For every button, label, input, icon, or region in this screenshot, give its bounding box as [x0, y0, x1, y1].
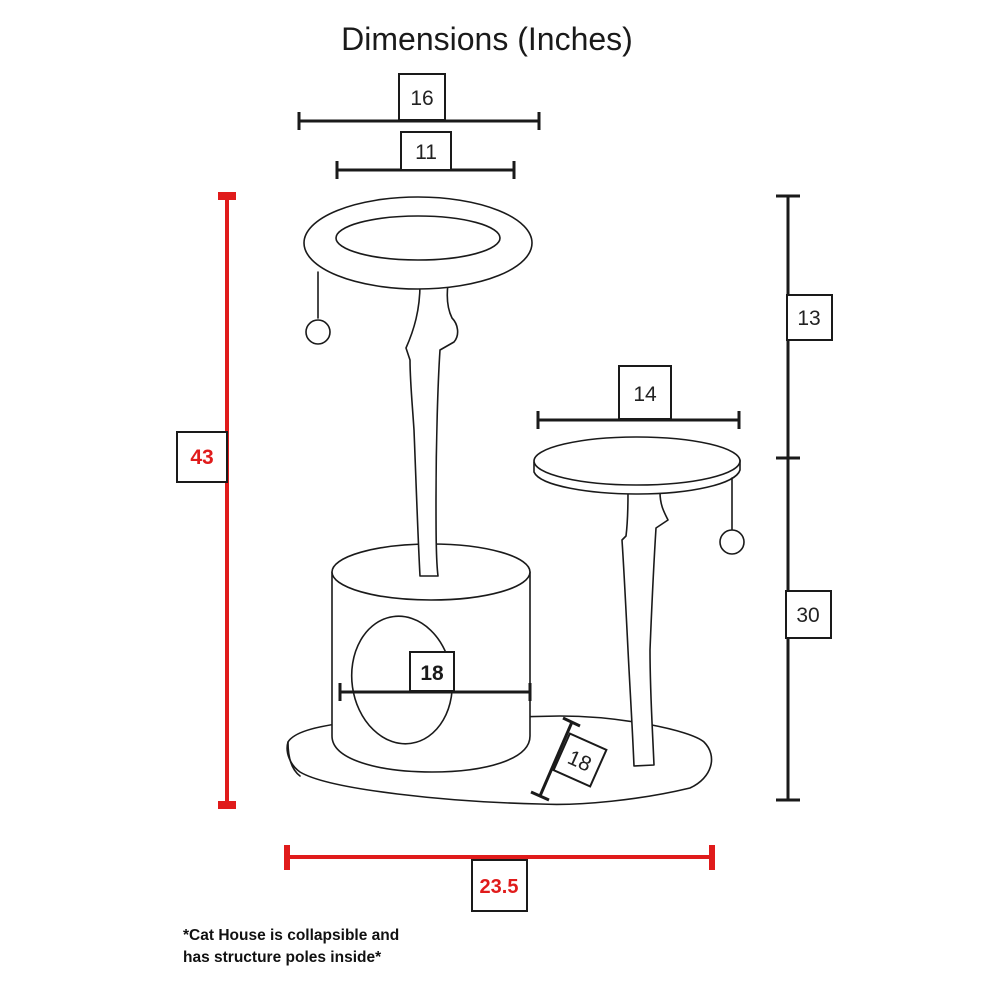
- diagram-title: Dimensions (Inches): [341, 21, 633, 57]
- label-top-perch-outer: 16: [410, 87, 433, 110]
- top-perch-inner: [335, 215, 501, 261]
- cat-tree-illustration: [286, 196, 745, 806]
- label-side-platform: 14: [633, 383, 657, 406]
- label-upper-height: 13: [797, 307, 820, 330]
- side-toy-ball: [719, 529, 745, 555]
- highlight-dimension-lines: [218, 192, 715, 870]
- side-post: [621, 491, 669, 767]
- label-base-width: 23.5: [480, 876, 519, 898]
- main-post: [405, 283, 459, 577]
- note-line-1: *Cat House is collapsible and: [183, 927, 400, 944]
- note-line-2: has structure poles inside*: [183, 949, 382, 966]
- collapsible-note: *Cat House is collapsible and has struct…: [183, 925, 503, 969]
- dim-base-depth-line: [538, 721, 574, 797]
- base-platform-edge: [287, 741, 301, 777]
- label-total-height: 43: [190, 446, 213, 469]
- dimension-labels: 16 11 14 13 30 43 18 18 23.5: [176, 73, 833, 912]
- top-toy-ball: [305, 319, 331, 345]
- side-platform-top: [533, 436, 741, 486]
- label-house-width: 18: [420, 662, 444, 685]
- label-top-perch-inner: 11: [415, 141, 437, 164]
- label-lower-height: 30: [796, 604, 819, 627]
